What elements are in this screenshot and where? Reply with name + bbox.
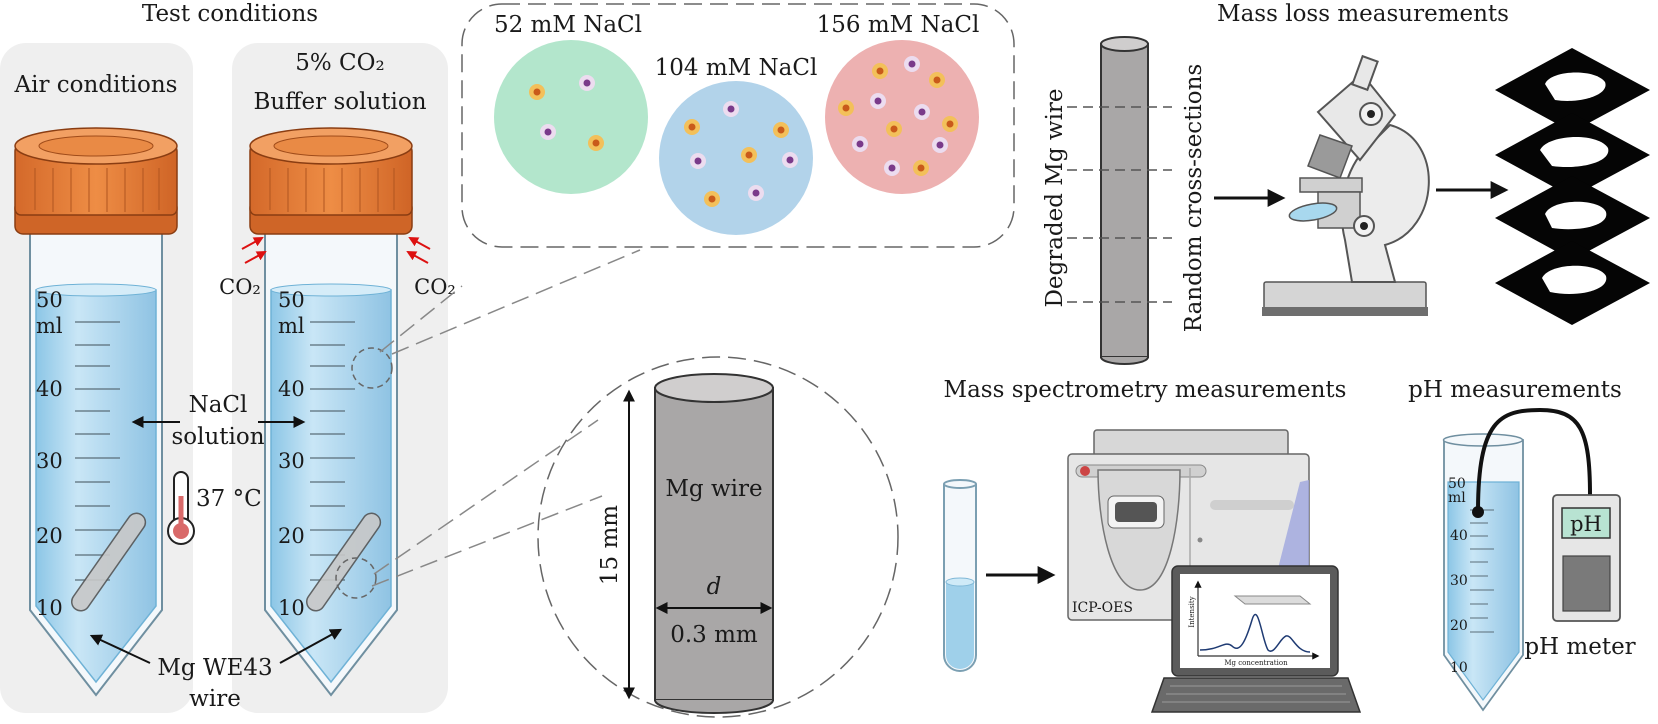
solution-52mm-circle — [494, 40, 648, 194]
length-label: 15 mm — [597, 505, 623, 585]
falcon-tube-air — [14, 127, 178, 697]
co2-label-left: CO₂ — [219, 275, 261, 299]
temperature-label: 37 °C — [196, 486, 262, 512]
tube2-unit-label: ml — [278, 314, 305, 338]
mass-spec-title: Mass spectrometry measurements — [944, 377, 1347, 403]
tube2-tick-10: 10 — [278, 596, 305, 620]
co2-arrows — [241, 237, 431, 264]
tube2-tick-20: 20 — [278, 524, 305, 548]
ph-tube-tick-40: 40 — [1450, 528, 1468, 544]
ph-meter-label: pH meter — [1524, 634, 1635, 660]
tube1-tick-20: 20 — [36, 524, 63, 548]
ph-tube-unit-label: ml — [1448, 490, 1466, 506]
ions-104mm — [684, 101, 798, 207]
degraded-wire — [1100, 36, 1149, 365]
mg-arrow-right — [279, 628, 343, 664]
ph-meter-icon — [1552, 494, 1621, 622]
mg-we43-label: Mg WE43 — [157, 655, 272, 681]
conc-104-label: 104 mM NaCl — [655, 55, 818, 81]
solution-104mm-circle — [659, 81, 813, 235]
air-conditions-title: Air conditions — [14, 72, 178, 98]
tube2-tick-40: 40 — [278, 377, 305, 401]
thermometer-icon — [167, 471, 195, 545]
test-tube-icon — [943, 479, 977, 672]
zoom-circle-solution — [351, 347, 393, 389]
wire-label: wire — [189, 686, 241, 712]
ph-meter-display: pH — [1570, 512, 1602, 536]
mg-wire-label: Mg wire — [665, 476, 762, 502]
buffer-solution-title: Buffer solution — [253, 89, 426, 115]
diameter-label: 0.3 mm — [670, 622, 758, 648]
tube1-tick-30: 30 — [36, 449, 63, 473]
icp-oes-label: ICP-OES — [1072, 600, 1133, 616]
zoom-line-wire-bottom — [371, 495, 603, 587]
ph-probe-cable — [1476, 407, 1592, 513]
nacl-label: NaCl — [189, 392, 248, 418]
mass-loss-title: Mass loss measurements — [1217, 1, 1509, 27]
tube1-tick-10: 10 — [36, 596, 63, 620]
mg-concentration-axis-label: Mg concentration — [1224, 659, 1288, 667]
degraded-wire-label: Degraded Mg wire — [1042, 88, 1068, 307]
diameter-symbol: d — [707, 574, 722, 600]
zoom-line-wire-top — [373, 419, 599, 575]
mg-wire-cylinder — [654, 373, 774, 714]
ions-156mm — [838, 56, 958, 176]
microscope-icon — [1262, 54, 1430, 316]
ph-probe-tip — [1472, 506, 1484, 518]
random-sections-label: Random cross-sections — [1181, 64, 1207, 333]
tube1-tick-40: 40 — [36, 377, 63, 401]
co2-label-right: CO₂ — [414, 275, 456, 299]
conc-156-label: 156 mM NaCl — [817, 12, 980, 38]
tube1-unit-label: ml — [36, 314, 63, 338]
solution-label: solution — [171, 424, 264, 450]
zoom-line-solution-top — [379, 285, 463, 353]
conc-52-label: 52 mM NaCl — [494, 12, 642, 38]
tube2-tick-30: 30 — [278, 449, 305, 473]
wire-zoom-circle — [537, 356, 899, 718]
co2-condition-title: 5% CO₂ — [295, 50, 384, 76]
zoom-line-solution-bottom — [391, 249, 641, 355]
ph-tube-tick-30: 30 — [1450, 573, 1468, 589]
solution-156mm-circle — [825, 40, 979, 194]
ph-tube-tick-20: 20 — [1450, 618, 1468, 634]
zoom-circle-wire — [335, 557, 377, 599]
ph-tube-volume-label: 50 — [1448, 476, 1466, 492]
cross-section-lines — [1067, 106, 1172, 303]
ph-title: pH measurements — [1408, 377, 1622, 403]
tube1-volume-label: 50 — [36, 288, 63, 312]
ph-tube-tick-10: 10 — [1450, 660, 1468, 676]
concentration-box — [461, 3, 1015, 248]
cross-section-images — [1495, 48, 1650, 325]
mg-arrow-left — [89, 634, 151, 664]
falcon-tube-co2 — [249, 127, 413, 697]
intensity-axis-label: Intensity — [1188, 596, 1196, 627]
laptop-icon — [1150, 565, 1362, 713]
tube2-volume-label: 50 — [278, 288, 305, 312]
ions-52mm — [529, 75, 604, 151]
test-conditions-title: Test conditions — [142, 1, 318, 27]
